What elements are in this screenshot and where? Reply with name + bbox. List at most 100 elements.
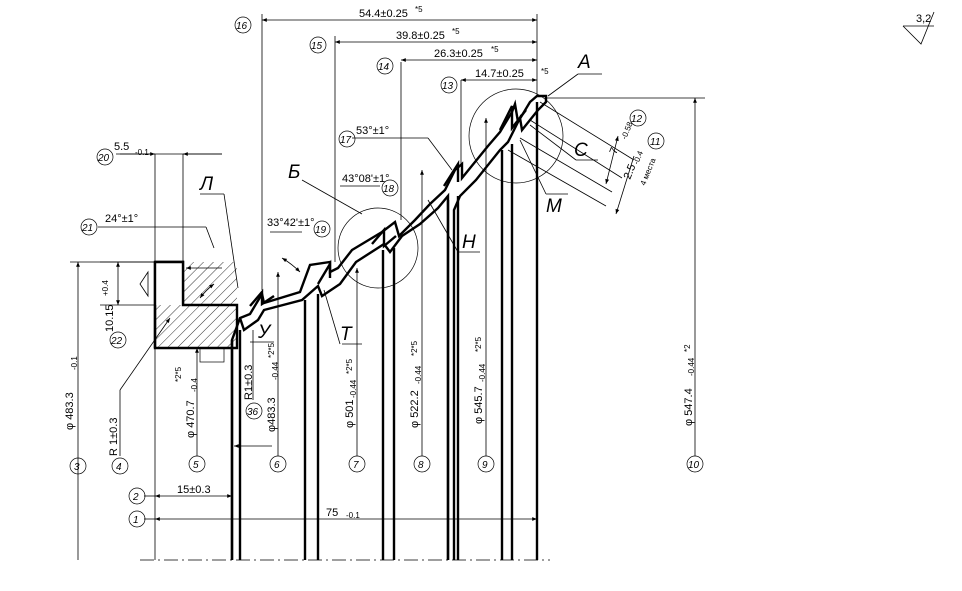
- svg-text:22: 22: [110, 336, 123, 347]
- dim-15-note: *5: [452, 27, 460, 36]
- svg-text:12: 12: [631, 114, 643, 125]
- view-label-n: Н: [462, 232, 476, 253]
- bubble-11: 11: [647, 132, 665, 150]
- svg-text:36: 36: [247, 407, 259, 418]
- svg-text:5: 5: [193, 460, 199, 471]
- dim-3-value: φ 483.3: [64, 392, 76, 430]
- dim-10-value: φ 547.4: [683, 388, 695, 426]
- bubble-4: 4: [111, 457, 129, 475]
- dim-7-tol: -0.44: [349, 379, 358, 398]
- dim-5-note: *2*5: [174, 366, 183, 382]
- view-label-t: Т: [340, 324, 353, 345]
- view-label-l: Л: [198, 174, 214, 195]
- bubble-9: 9: [477, 455, 495, 473]
- bubble-14: 14: [376, 57, 394, 75]
- bubble-10: 10: [686, 455, 704, 473]
- bubble-7: 7: [348, 455, 366, 473]
- angle-18-value: 43°08'±1°: [342, 173, 390, 185]
- svg-text:14: 14: [378, 62, 390, 73]
- dim-6-value: φ483.3: [266, 397, 278, 432]
- dim-22-value: 10.15: [104, 304, 116, 332]
- dim-20-value: 5.5: [114, 141, 129, 153]
- left-dimensions: 5.5 -0.1 10.15 +0.4 φ 483.3 -0.1 R 1±0.3: [64, 141, 222, 560]
- svg-text:8: 8: [418, 460, 424, 471]
- dim-14-value: 26.3±0.25: [434, 48, 483, 60]
- bubble-16: 16: [234, 16, 252, 34]
- bubble-20: 20: [96, 148, 114, 166]
- dim-14-note: *5: [491, 45, 499, 54]
- view-label-u: У: [257, 322, 272, 343]
- svg-text:17: 17: [340, 135, 352, 146]
- dim-8-note: *2*5: [410, 340, 419, 356]
- angle-19-value: 33°42'±1°: [267, 217, 315, 229]
- view-label-m: М: [546, 196, 562, 217]
- dim-20-tol: -0.1: [135, 148, 149, 157]
- part-outline: [153, 94, 548, 560]
- svg-text:9: 9: [482, 460, 488, 471]
- bubble-15: 15: [309, 36, 327, 54]
- dim-11-tol: -0.4: [632, 149, 646, 166]
- dim-9-tol: -0.44: [478, 363, 487, 382]
- bubble-2: 2: [128, 487, 146, 505]
- diameter-dimensions: φ 470.7 -0.4 *2*5 R1±0.3 φ483.3 -0.44 *2…: [174, 97, 705, 456]
- top-dimensions: 54.4±0.25 *5 39.8±0.25 *5 26.3±0.25 *5 1…: [261, 5, 549, 290]
- svg-text:2: 2: [132, 492, 139, 503]
- svg-text:16: 16: [236, 21, 248, 32]
- dim-9-note: *2*5: [474, 336, 483, 352]
- svg-text:7: 7: [353, 460, 359, 471]
- bubble-5: 5: [188, 455, 206, 473]
- bottom-dimensions: 15±0.3 75 -0.1: [144, 348, 537, 560]
- dim-22-tol: +0.4: [101, 280, 110, 296]
- svg-text:19: 19: [315, 225, 327, 236]
- roughness-symbol: 3,2: [902, 11, 935, 45]
- dim-5-tol: -0.4: [190, 378, 199, 392]
- bubble-6: 6: [269, 455, 287, 473]
- section-arrows: [186, 266, 272, 448]
- bubble-21: 21: [80, 218, 98, 236]
- bubble-36: 36: [245, 402, 263, 420]
- angle-17-value: 53°±1°: [356, 125, 389, 137]
- svg-text:4: 4: [116, 462, 122, 473]
- svg-text:6: 6: [274, 460, 280, 471]
- bubble-8: 8: [413, 455, 431, 473]
- dim-6-note: *2*5: [267, 342, 276, 358]
- bubble-12: 12: [629, 109, 647, 127]
- detail-circle-a: [468, 88, 564, 184]
- view-label-a: А: [577, 52, 591, 73]
- bubble-18: 18: [381, 179, 399, 197]
- detail-circle-b: [337, 207, 419, 289]
- svg-text:3: 3: [74, 462, 80, 473]
- view-label-b: Б: [288, 162, 300, 183]
- bubble-1: 1: [128, 510, 146, 528]
- dim-13-note: *5: [541, 67, 549, 76]
- svg-text:1: 1: [133, 515, 139, 526]
- dim-9-value: φ 545.7: [473, 386, 485, 424]
- dim-7-value: φ 501: [344, 399, 356, 428]
- dim-11-value: 2.5: [622, 162, 639, 181]
- bubble-19: 19: [313, 220, 331, 238]
- dim-15-value: 39.8±0.25: [396, 30, 445, 42]
- dim-7-note: *2*5: [345, 358, 354, 374]
- dim-10-tol: -0.44: [687, 357, 696, 376]
- dim-6-tol: -0.44: [271, 361, 280, 380]
- dim-r1-value: R 1±0.3: [108, 418, 120, 456]
- bubble-22: 22: [109, 331, 127, 349]
- dim-3-tol: -0.1: [70, 356, 79, 370]
- dim-8-value: φ 522.2: [409, 390, 421, 428]
- dim-16-note: *5: [415, 5, 423, 14]
- dim-16-value: 54.4±0.25: [359, 8, 408, 20]
- svg-text:21: 21: [81, 223, 93, 234]
- dim-10-note: *2: [683, 344, 692, 352]
- svg-text:20: 20: [97, 153, 110, 164]
- dim-13-value: 14.7±0.25: [475, 68, 524, 80]
- dim-1-tol: -0.1: [346, 511, 360, 520]
- view-label-c: С: [574, 140, 588, 161]
- angle-dimensions: 53°±1° 43°08'±1° 33°42'±1° 24°±1°: [98, 125, 453, 299]
- bubble-17: 17: [338, 130, 356, 148]
- svg-text:10: 10: [688, 460, 700, 471]
- bubble-13: 13: [440, 76, 458, 94]
- dim-12-value: 7: [608, 146, 621, 156]
- roughness-value: 3,2: [916, 13, 931, 25]
- svg-text:13: 13: [442, 81, 454, 92]
